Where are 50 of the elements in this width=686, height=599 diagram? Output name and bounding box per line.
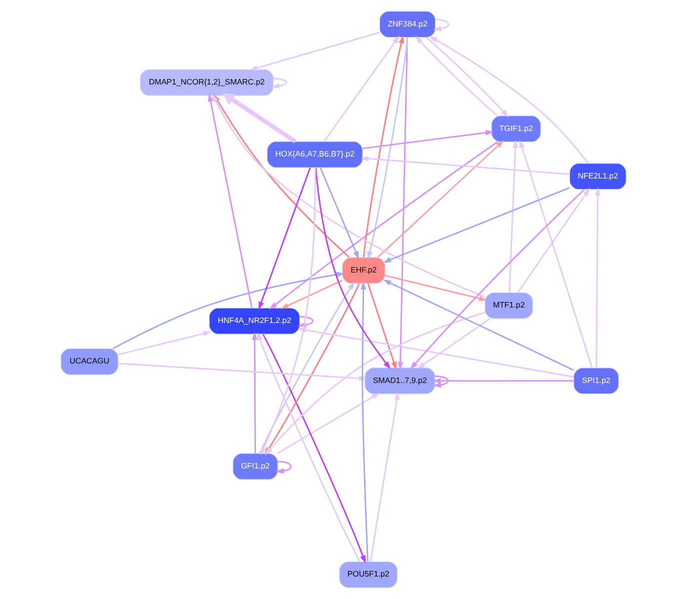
arrow [319,167,358,260]
arrow [594,187,600,368]
arrow [222,93,296,144]
arrow [410,188,584,370]
arrow [258,167,310,310]
arrow [414,36,498,116]
arrow [429,36,588,164]
arrow [270,78,287,89]
arrow [112,272,344,350]
arrow [118,362,366,382]
node-box: POU5F1.p2 [338,561,398,588]
arrow [275,460,292,474]
arrow [268,141,498,310]
arrow [376,140,504,258]
arrow [425,36,508,118]
arrow [118,330,211,356]
arrow [360,281,368,562]
node-box: GFI1.p2 [232,453,278,480]
arrow [382,187,570,263]
node-box: ZNF384.p2 [378,10,436,38]
node-box: SMAD1..7,9.p2 [364,367,435,394]
node-box: DMAP1_NCOR{1,2}_SMARC.p2 [139,69,274,96]
arrow [366,283,396,370]
arrow [249,32,380,71]
arrow [397,37,408,370]
arrow [280,280,342,309]
node-box: HOX{A6,A7,B6,B7}.p2 [266,141,362,168]
node-box: MTF1.p2 [484,292,533,319]
arrow [518,140,592,368]
arrow [432,375,448,388]
node-box: HNF4A_NR2F1,2.p2 [208,308,300,334]
node-box: SPI1.p2 [572,367,618,394]
arrow [432,378,574,384]
arrow [362,130,494,150]
arrow [432,18,449,32]
arrow [382,280,574,371]
arrow [360,156,569,175]
node-box: UCACAGU [60,348,118,376]
node-box: EHF.p2 [341,257,385,284]
arrow [314,168,390,370]
arrow [516,188,590,293]
arrow [323,36,399,142]
arrow [369,392,400,562]
arrow [508,140,518,292]
arrow [276,392,380,454]
node-box: NFE2L1.p2 [568,163,626,190]
arrow [416,318,490,369]
arrow [384,274,487,302]
node-box: TGIF1.p2 [490,115,541,142]
arrow [251,332,257,454]
